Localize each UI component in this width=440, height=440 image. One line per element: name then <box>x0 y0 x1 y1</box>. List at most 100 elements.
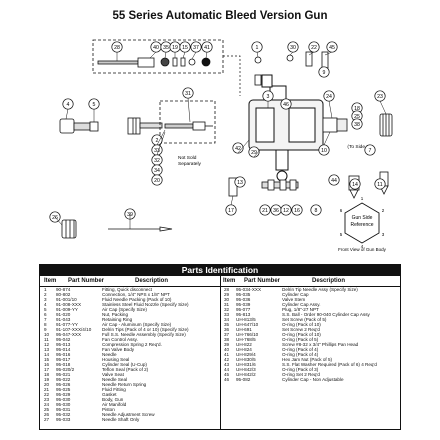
item-number: 31 <box>224 302 230 307</box>
item-number: 19 <box>44 377 50 382</box>
part-number: 95-022 <box>56 377 71 382</box>
part-description: Valve Seat <box>102 372 124 377</box>
part-number: 95-032 <box>56 412 71 417</box>
part-description: O-ring (Pack of 4) <box>282 352 319 357</box>
callout-circle <box>318 66 330 78</box>
part-description: Teflon Seal (Pack of 2) <box>102 367 149 372</box>
callout-number: 2 <box>156 138 159 144</box>
item-number: 11 <box>44 337 49 342</box>
callout-number: 5 <box>93 102 96 108</box>
gun-side-reference-label: Gun Side <box>352 215 373 221</box>
item-number: 5 <box>44 307 47 312</box>
part-description: Fan Control Assy. <box>102 337 138 342</box>
table-center-divider <box>220 276 221 429</box>
callout-number: 40 <box>153 45 159 51</box>
part-description: Cylinder Cap - Non Adjustable <box>282 377 344 382</box>
part-number: 95-017 <box>56 357 71 362</box>
part-description: Air Cap - Aluminum (Specify Size) <box>102 322 172 327</box>
item-number: 10 <box>44 332 50 337</box>
item-number: 41 <box>224 352 230 357</box>
part-description: O-ring (Pack of 5) <box>282 337 319 342</box>
part-number: 91-001/10 <box>56 297 77 302</box>
callout-number: 8 <box>315 208 318 214</box>
item-number: 4 <box>44 302 47 307</box>
part-description: Needle <box>102 352 117 357</box>
tip-needle-group-box <box>159 100 216 144</box>
part-number: 91-043 <box>56 317 71 322</box>
gun-side-reference-hexagon <box>344 202 380 244</box>
part-description: Full S.S. Needle Assembly (Specify Size) <box>102 332 186 337</box>
part-number: 95-034-XXX <box>236 287 262 292</box>
item-number: 9 <box>44 327 47 332</box>
item-number: 2 <box>44 292 47 297</box>
part-number: 95-039 <box>236 302 251 307</box>
callout-number: 17 <box>228 208 234 214</box>
part-description: Needle Return Spring <box>102 382 147 387</box>
item-number: 23 <box>44 397 50 402</box>
part-description: Retaining Ring <box>102 317 133 322</box>
part-number: 95-813 <box>236 312 251 317</box>
part-description: Air Cap (Specify Size) <box>102 307 147 312</box>
part-number: 95-026 <box>56 382 71 387</box>
callout-number: 33 <box>154 148 160 154</box>
callout-number: 45 <box>329 45 335 51</box>
item-number: 39 <box>224 342 230 347</box>
col-desc-right: Description <box>312 278 346 284</box>
callout-number: 14 <box>352 182 358 188</box>
exploded-view-diagram: Gun Side Reference Front View of Gun Bod… <box>49 39 393 252</box>
part-number: 95-035 <box>236 292 251 297</box>
part-description: O-ring (Pack of 3) <box>282 367 319 372</box>
callout-number: 4 <box>67 102 70 108</box>
part-number: 95-033 <box>56 417 71 422</box>
table-row: 5 91-009-YY Air Cap (Specify Size) <box>44 307 218 312</box>
part-description: Screw #8-32 x 3/4" Phillips Pan Head <box>282 342 359 347</box>
part-number: 95-021 <box>56 372 71 377</box>
part-description: S.S. Flat Washer Required (Pack of 6) 4 … <box>282 362 377 367</box>
item-number: 40 <box>224 347 230 352</box>
part-description: Body, Gun <box>102 397 124 402</box>
item-number: 37 <box>224 332 230 337</box>
air-manifold-assembly <box>59 118 99 134</box>
part-number: UH-647/10 <box>236 322 259 327</box>
leader-line <box>187 97 191 123</box>
item-number: 33 <box>224 312 230 317</box>
part-number: UH-831/6 <box>236 362 256 367</box>
item-number: 29 <box>224 292 230 297</box>
callout-number: 29 <box>251 150 257 156</box>
callout-circle <box>328 174 340 186</box>
item-number: 25 <box>44 407 50 412</box>
part-number: 95-082 <box>236 377 251 382</box>
part-number: UH-766/10 <box>236 332 259 337</box>
part-number: 91-009-YY <box>56 307 78 312</box>
item-number: 8 <box>44 322 47 327</box>
part-number: 95-029 <box>56 392 71 397</box>
part-number: 95-030 <box>56 402 71 407</box>
part-description: Plug, 1/8"-27 NPT <box>282 307 319 312</box>
callout-number: 7 <box>369 148 372 154</box>
leader-line <box>289 51 294 56</box>
part-number: 91-020 <box>56 312 71 317</box>
callout-circle <box>234 176 246 188</box>
part-number: 95-016 <box>56 352 71 357</box>
callout-number: 28 <box>114 45 120 51</box>
callout-number: 31 <box>185 91 191 97</box>
leader-line <box>156 129 166 146</box>
